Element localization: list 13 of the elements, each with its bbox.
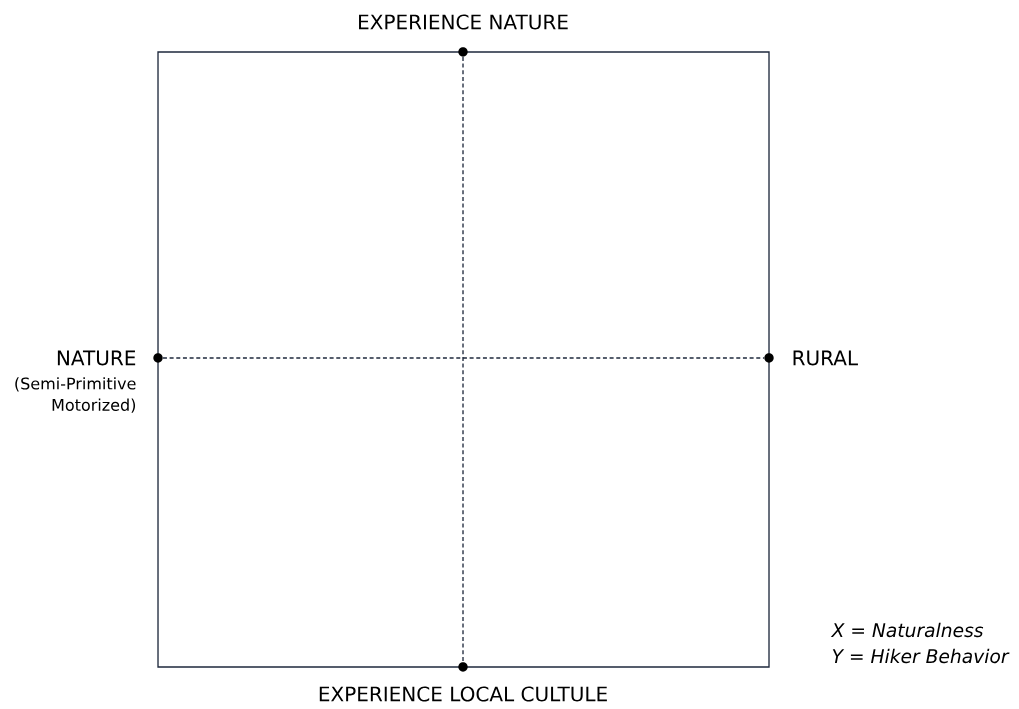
point-marker (458, 662, 468, 672)
axis-label: EXPERIENCE LOCAL CULTULE (319, 686, 607, 702)
point-marker (458, 47, 468, 57)
point-marker (764, 353, 774, 363)
axis-label: EXPERIENCE NATURE (359, 14, 568, 30)
legend-note: Y = Hiker Behavior (832, 648, 1010, 664)
dashed-line (162, 357, 765, 359)
axis-label: NATURE (57, 350, 136, 366)
point-marker (153, 353, 163, 363)
legend-note: X = Naturalness (830, 622, 984, 638)
dashed-line (462, 56, 464, 663)
axis-sublabel: (Semi-Primitive Motorized) (15, 377, 136, 413)
axis-label: RURAL (793, 350, 858, 366)
